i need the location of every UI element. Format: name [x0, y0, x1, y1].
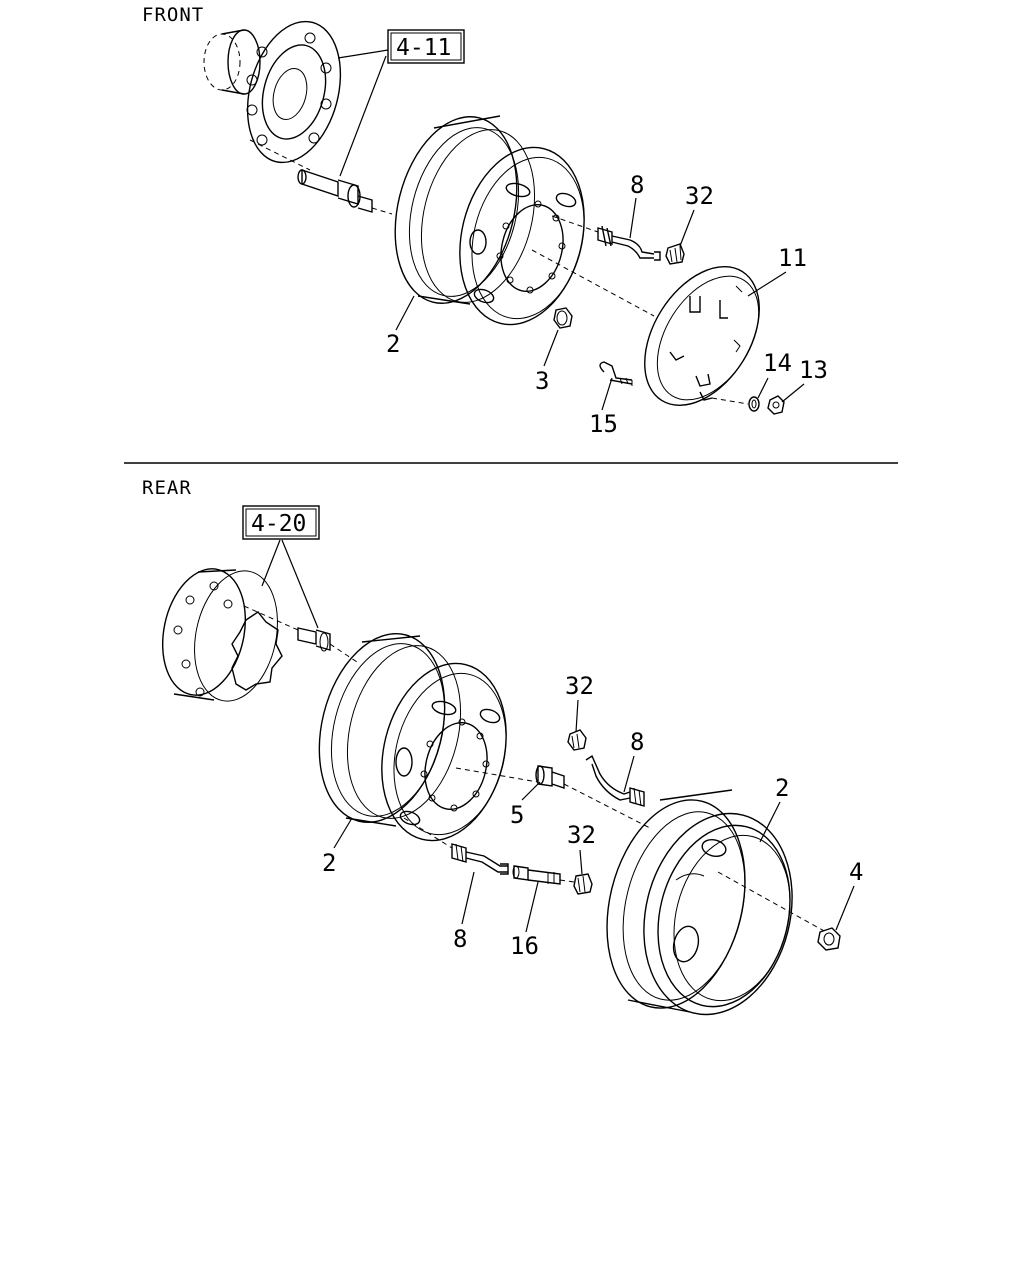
rear-callout-valve-adapter: 16 [510, 932, 539, 960]
front-valve-extension [551, 215, 661, 261]
front-hub-bolt [297, 169, 393, 215]
rear-section-label: REAR [142, 477, 192, 499]
rear-callout-valve-cap-upper: 32 [565, 672, 594, 700]
rear-callout-outer-wheel: 2 [775, 774, 789, 802]
front-callout-valve-cap: 32 [685, 182, 714, 210]
rear-ref-leader-hub [261, 539, 281, 587]
rear-section: REAR 4-20 [142, 477, 863, 1016]
rear-inner-nut [535, 765, 651, 829]
rear-valve-adapter [512, 865, 575, 885]
rear-callout-valve-extension-lower: 8 [453, 925, 467, 953]
front-section: FRONT 4-11 [142, 4, 828, 438]
front-callout-clip: 15 [589, 410, 618, 438]
front-wheel-cover [644, 266, 760, 406]
rear-reference-label: 4-20 [251, 511, 306, 537]
front-callout-washer: 14 [763, 349, 792, 377]
rear-outer-wheel [606, 789, 827, 1016]
front-callout-nut: 3 [535, 367, 549, 395]
front-reference-label: 4-11 [396, 35, 451, 61]
rear-valve-extension-lower [403, 817, 509, 875]
front-wheel-nut [553, 307, 573, 329]
rear-inner-wheel [318, 633, 539, 842]
front-reference-box[interactable]: 4-11 [387, 29, 465, 64]
front-callout-valve-extension: 8 [630, 171, 644, 199]
rear-callout-inner-wheel: 2 [322, 849, 336, 877]
front-ref-leader-stud [339, 55, 387, 177]
rear-callout-wheel-nut: 4 [849, 858, 863, 886]
front-cover-clip [599, 361, 633, 386]
rear-valve-cap-lower [573, 873, 593, 895]
rear-callout-valve-extension-upper: 8 [630, 728, 644, 756]
rear-callout-valve-cap-lower: 32 [567, 821, 596, 849]
front-hub [203, 20, 342, 171]
rear-callout-inner-nut: 5 [510, 801, 524, 829]
front-callout-wheel-cover: 11 [778, 244, 807, 272]
front-ref-leader-hub [337, 49, 389, 59]
rear-hub-bolt [297, 627, 361, 665]
front-callout-cover-nut: 13 [799, 356, 828, 384]
rear-valve-extension-upper [585, 754, 645, 807]
rear-hub [161, 568, 299, 702]
rear-wheel-nut [817, 927, 841, 951]
front-callout-wheel: 2 [386, 330, 400, 358]
front-wheel [394, 115, 655, 326]
front-cover-nut [767, 395, 785, 415]
front-washer [748, 396, 760, 412]
rear-valve-cap-upper [567, 729, 587, 751]
front-section-label: FRONT [142, 4, 204, 26]
front-valve-cap [665, 243, 685, 265]
rear-reference-box[interactable]: 4-20 [242, 505, 320, 540]
rear-ref-leader-stud [281, 539, 319, 629]
